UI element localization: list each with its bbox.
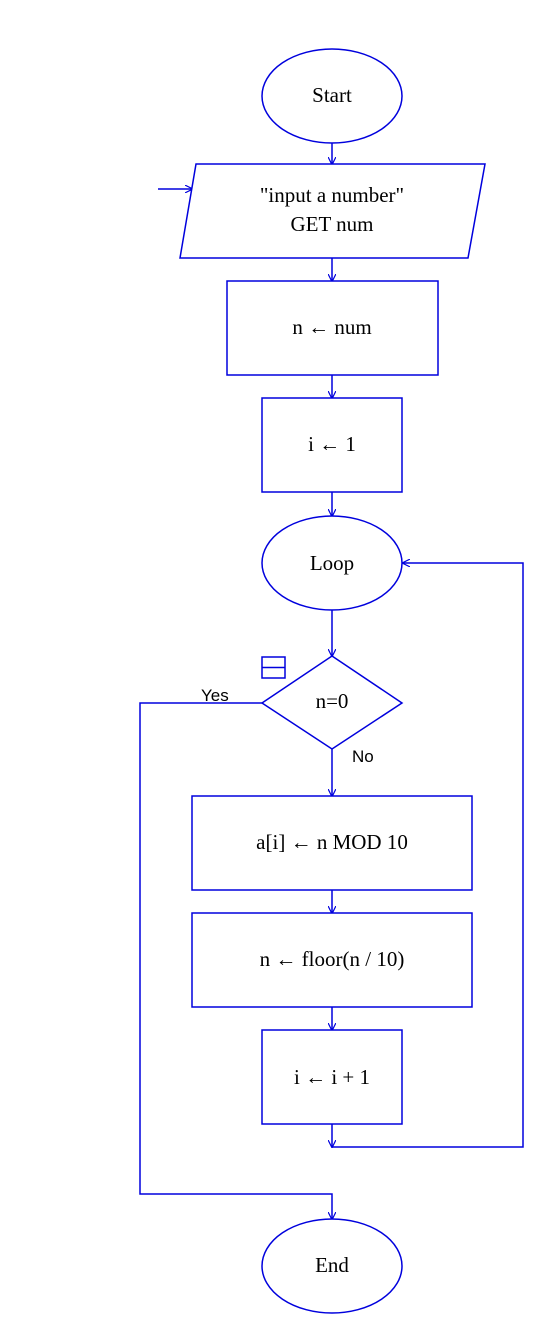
increment-label: i ← i + 1 [294, 1065, 370, 1089]
assign-i-label: i ← 1 [308, 432, 356, 456]
increment-process [261, 1029, 403, 1125]
end-terminal [261, 1218, 403, 1314]
decision-label: n=0 [316, 689, 349, 713]
input-label-line1: "input a number" [260, 183, 404, 207]
loop-node [261, 515, 403, 611]
decision-diamond [260, 655, 404, 750]
assign-i-process [261, 397, 403, 493]
mod-label: a[i] ← n MOD 10 [256, 830, 408, 854]
yes-branch-label: Yes [201, 686, 229, 705]
start-terminal [261, 48, 403, 144]
end-label: End [315, 1253, 349, 1277]
floor-process [191, 912, 473, 1008]
mod-process [191, 795, 473, 891]
input-label-line2: GET num [290, 212, 373, 236]
loop-back-line [332, 563, 524, 1148]
yes-branch-line [139, 702, 332, 1219]
assign-n-label: n ← num [292, 315, 371, 339]
input-parallelogram [179, 163, 486, 259]
start-label: Start [312, 83, 352, 107]
assign-n-process [226, 280, 439, 376]
floor-label: n ← floor(n / 10) [260, 947, 405, 971]
collapse-toggle-icon[interactable] [261, 656, 286, 679]
no-branch-label: No [352, 747, 374, 766]
loop-label: Loop [310, 551, 354, 575]
